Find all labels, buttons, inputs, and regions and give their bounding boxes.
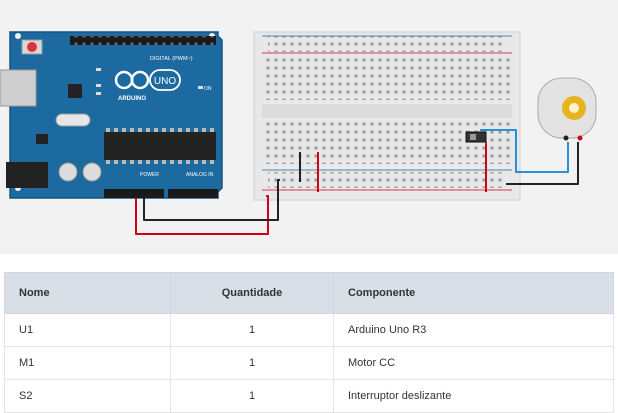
cell-quantity: 1: [170, 346, 334, 380]
wire-motor-black[interactable]: [506, 142, 579, 185]
column-header-component[interactable]: Componente: [333, 272, 614, 314]
dc-motor-m1[interactable]: [537, 77, 597, 141]
small-chip: [36, 134, 48, 144]
arduino-logo: [114, 69, 181, 91]
breadboard[interactable]: [253, 31, 521, 201]
cell-component: Arduino Uno R3: [333, 313, 614, 347]
analog-label: ANALOG IN: [186, 172, 214, 178]
wire-gnd-black[interactable]: [143, 179, 280, 221]
bottom-power-rail: [268, 172, 504, 188]
atmega-chip: [104, 132, 216, 160]
arduino-uno-board[interactable]: ARDUINO UNO DIGITAL (PWM~) POWER ANALOG …: [0, 31, 223, 199]
table-header-row: Nome Quantidade Componente: [4, 272, 614, 314]
power-header: [104, 189, 164, 198]
cell-quantity: 1: [170, 379, 334, 413]
power-label: POWER: [140, 172, 159, 178]
small-chip: [68, 84, 82, 98]
top-power-rail: [268, 36, 504, 52]
mounting-hole: [15, 33, 21, 39]
usb-port: [0, 69, 37, 107]
power-jack: [6, 162, 48, 188]
digital-label: DIGITAL (PWM~): [150, 56, 193, 62]
column-header-quantity[interactable]: Quantidade: [170, 272, 334, 314]
column-header-name[interactable]: Nome: [4, 272, 171, 314]
arduino-model-label: UNO: [154, 76, 176, 87]
cell-name: M1: [4, 346, 171, 380]
table-row[interactable]: M1 1 Motor CC: [4, 346, 614, 380]
power-led: [198, 86, 203, 89]
parts-table: Nome Quantidade Componente U1 1 Arduino …: [4, 272, 614, 413]
capacitor: [82, 162, 102, 182]
reset-button[interactable]: [27, 42, 37, 52]
center-channel: [262, 104, 512, 118]
circuit-canvas[interactable]: ARDUINO UNO DIGITAL (PWM~) POWER ANALOG …: [0, 0, 618, 254]
arduino-brand-label: ARDUINO: [118, 96, 146, 102]
analog-header: [168, 189, 218, 198]
terminal-strip-top: [262, 58, 512, 100]
cell-name: S2: [4, 379, 171, 413]
wire-motor-blue[interactable]: [480, 129, 569, 173]
rx-led: [96, 92, 101, 95]
cell-quantity: 1: [170, 313, 334, 347]
wire-5v-red[interactable]: [135, 195, 269, 235]
table-row[interactable]: S2 1 Interruptor deslizante: [4, 379, 614, 413]
oscillator: [55, 113, 91, 127]
cell-component: Motor CC: [333, 346, 614, 380]
slide-switch-s2[interactable]: [465, 131, 487, 143]
tx-led: [96, 84, 101, 87]
l-led: [96, 68, 101, 71]
capacitor: [58, 162, 78, 182]
table-row[interactable]: U1 1 Arduino Uno R3: [4, 313, 614, 347]
cell-component: Interruptor deslizante: [333, 379, 614, 413]
on-label: ON: [204, 86, 212, 92]
circuit-diagram: ARDUINO UNO DIGITAL (PWM~) POWER ANALOG …: [0, 31, 597, 235]
cell-name: U1: [4, 313, 171, 347]
